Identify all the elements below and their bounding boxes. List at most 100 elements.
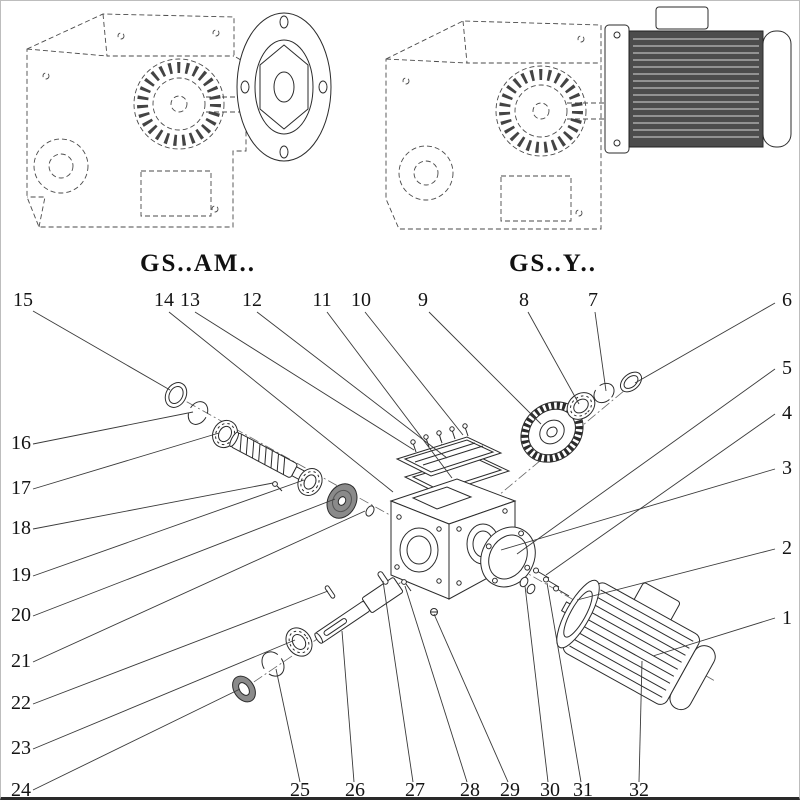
oil-seal-input [164,382,188,408]
cover-plate [395,436,503,477]
leader-line-27 [382,580,414,783]
callout-number-22: 22 [11,692,31,714]
flange-bolts [519,567,570,597]
callout-number-1: 1 [782,607,792,629]
leader-line-32 [638,660,643,783]
leader-line-20 [32,498,336,617]
leader-line-2 [576,548,776,601]
retaining-ring-input [187,401,209,425]
retaining-ring-wheel [593,382,615,404]
motor-fins-drawing [633,38,759,138]
leader-line-19 [32,479,305,577]
callout-number-6: 6 [782,289,792,311]
leader-line-25 [275,668,301,783]
leader-line-3 [500,468,776,551]
end-washer [232,675,256,703]
output-flange-ring [480,526,536,588]
leader-line-6 [634,302,776,384]
callout-number-3: 3 [782,457,792,479]
callout-number-16: 16 [11,432,31,454]
motor-fan-cover [669,645,716,711]
shaft-key [324,585,336,599]
leader-line-26 [341,630,355,783]
callout-number-7: 7 [588,289,598,311]
leader-line-10 [364,311,464,436]
leader-line-8 [527,311,580,405]
callout-number-14: 14 [154,289,174,311]
gearbox-body-outline-y [385,20,607,230]
leader-line-13 [194,311,415,451]
callout-number-18: 18 [11,517,31,539]
leader-line-1 [652,617,776,657]
leader-line-29 [433,613,509,783]
model-label-am: GS..AM.. [140,250,256,277]
callout-number-24: 24 [11,779,31,800]
leader-line-7 [594,311,607,392]
leader-line-24 [32,688,241,791]
leader-line-31 [546,582,582,783]
leader-line-28 [404,585,468,783]
callout-number-9: 9 [418,289,428,311]
seal-ring-wheel [619,371,643,393]
leader-line-18 [32,482,274,530]
callout-number-17: 17 [11,477,31,499]
drain-plug [430,608,438,616]
callout-number-12: 12 [242,289,262,311]
fan-cover-drawing [762,30,792,148]
leader-line-5 [516,368,776,555]
spacer-oval [365,505,375,517]
callout-number-19: 19 [11,564,31,586]
callout-number-28: 28 [460,779,480,800]
motor-fins [569,589,694,698]
leader-line-21 [32,510,366,663]
leader-line-15 [32,310,171,391]
callout-number-29: 29 [500,779,520,800]
callout-number-8: 8 [519,289,529,311]
leader-line-11 [326,311,453,479]
callout-number-13: 13 [180,289,200,311]
callout-number-20: 20 [11,604,31,626]
callout-number-21: 21 [11,650,31,672]
callout-number-25: 25 [290,779,310,800]
gearbox-body-outline-am [26,13,247,228]
leader-line-17 [32,432,220,490]
callout-number-26: 26 [345,779,365,800]
motor-flange-drawing [604,24,630,154]
callout-number-11: 11 [312,289,331,311]
terminal-box-drawing [655,6,709,30]
bearing-output [285,627,313,657]
callout-number-31: 31 [573,779,593,800]
shim-disc [326,483,358,519]
callout-number-10: 10 [351,289,371,311]
bearing-input-rear [297,468,323,496]
callout-number-15: 15 [13,289,33,311]
model-label-y: GS..Y.. [509,250,597,277]
bearing-wheel [566,392,596,420]
leader-line-4 [545,413,776,576]
retaining-ring-output [261,651,285,677]
callout-number-4: 4 [782,402,792,424]
housing-bolt [401,579,412,592]
input-flange-drawing [236,12,332,162]
motor [556,579,716,711]
worm-wheel-teeth-am [137,62,221,146]
callout-number-32: 32 [629,779,649,800]
output-shaft [314,577,404,644]
worm-wheel-teeth-y [499,69,583,153]
callout-number-27: 27 [405,779,425,800]
callout-number-2: 2 [782,537,792,559]
leader-line-30 [524,585,549,783]
leader-line-23 [32,639,296,750]
callout-number-5: 5 [782,357,792,379]
leader-line-22 [32,590,329,705]
callout-number-23: 23 [11,737,31,759]
leader-line-12 [256,311,448,459]
housing-key [377,571,389,585]
cover-screws [410,423,469,453]
callout-number-30: 30 [540,779,560,800]
motor-drawing [604,6,792,154]
assembled-view-y [385,6,792,230]
